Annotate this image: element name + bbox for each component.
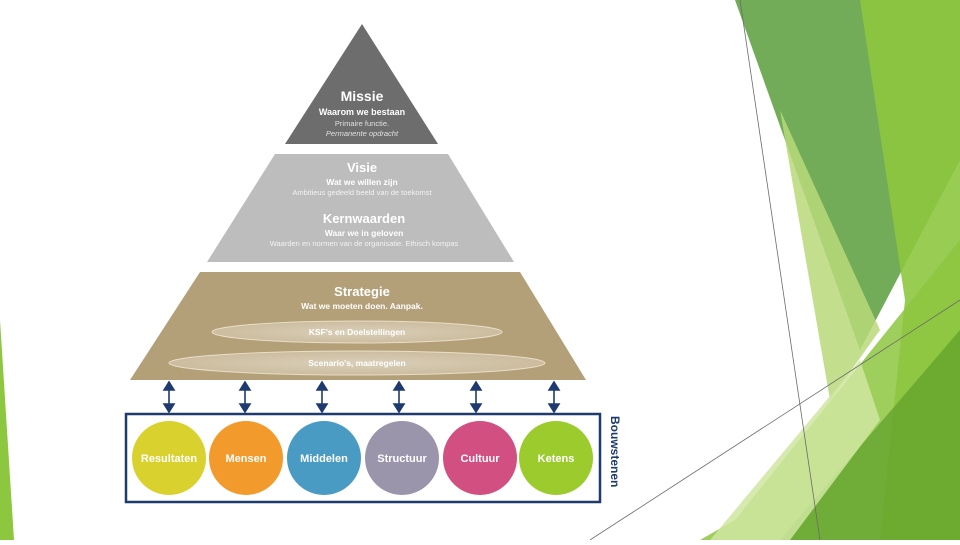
- block-label: Structuur: [377, 453, 427, 465]
- values-description: Waarden en normen van de organisatie. Et…: [270, 239, 459, 248]
- double-arrow-icon: [315, 380, 329, 414]
- mission-subtitle: Waarom we bestaan: [319, 107, 405, 117]
- ellipse-ksf-gloss: [212, 321, 502, 343]
- block-circle: [209, 421, 283, 495]
- mission-line2: Permanente opdracht: [326, 129, 399, 138]
- double-arrow-icon: [547, 380, 561, 414]
- block-cultuur: Cultuur: [443, 421, 517, 495]
- building-blocks-label: Bouwstenen: [608, 416, 622, 487]
- strategy-title: Strategie: [334, 284, 390, 299]
- divider-line-1: [739, 0, 821, 541]
- building-blocks: Resultaten Mensen Middelen Structuur Cul…: [132, 421, 593, 495]
- green-panel-pale: [710, 360, 880, 540]
- block-label: Middelen: [300, 453, 348, 465]
- middle-tier-shape: [207, 154, 514, 262]
- block-label: Cultuur: [460, 453, 500, 465]
- scenarios-label: Scenario's, maatregelen: [308, 358, 405, 368]
- pyramid-middle-tier: Visie Wat we willen zijn Ambitieus gedee…: [207, 154, 514, 262]
- block-mensen: Mensen: [209, 421, 283, 495]
- mission-line1: Primaire functie.: [335, 119, 389, 128]
- vision-title: Visie: [347, 160, 377, 175]
- double-arrow-icon: [162, 380, 176, 414]
- ksf-label: KSF's en Doelstellingen: [309, 327, 405, 337]
- double-arrow-icon: [238, 380, 252, 414]
- block-label: Resultaten: [141, 453, 198, 465]
- block-circle: [443, 421, 517, 495]
- block-label: Ketens: [538, 453, 575, 465]
- vision-subtitle: Wat we willen zijn: [326, 177, 397, 187]
- green-panel-light: [780, 110, 880, 400]
- ellipse-scenarios-gloss: [169, 351, 545, 375]
- pyramid-base-tier: Strategie Wat we moeten doen. Aanpak. KS…: [130, 272, 586, 380]
- block-middelen: Middelen: [287, 421, 361, 495]
- double-arrow-icon: [469, 380, 483, 414]
- values-title: Kernwaarden: [323, 211, 405, 226]
- block-circle: [365, 421, 439, 495]
- top-tier-shape: [285, 24, 438, 144]
- values-subtitle: Waar we in geloven: [325, 228, 404, 238]
- vision-description: Ambitieus gedeeld beeld van de toekomst: [292, 188, 432, 197]
- block-structuur: Structuur: [365, 421, 439, 495]
- mission-title: Missie: [341, 88, 384, 104]
- block-circle: [287, 421, 361, 495]
- divider-line-2: [589, 299, 960, 541]
- green-panel-left: [0, 320, 14, 540]
- block-label: Mensen: [226, 453, 267, 465]
- block-circle: [132, 421, 206, 495]
- connector-arrows: [162, 380, 561, 414]
- strategy-subtitle: Wat we moeten doen. Aanpak.: [301, 301, 423, 311]
- block-ketens: Ketens: [519, 421, 593, 495]
- double-arrow-icon: [392, 380, 406, 414]
- block-circle: [519, 421, 593, 495]
- block-resultaten: Resultaten: [132, 421, 206, 495]
- pyramid-top-tier: Missie Waarom we bestaan Primaire functi…: [285, 24, 438, 144]
